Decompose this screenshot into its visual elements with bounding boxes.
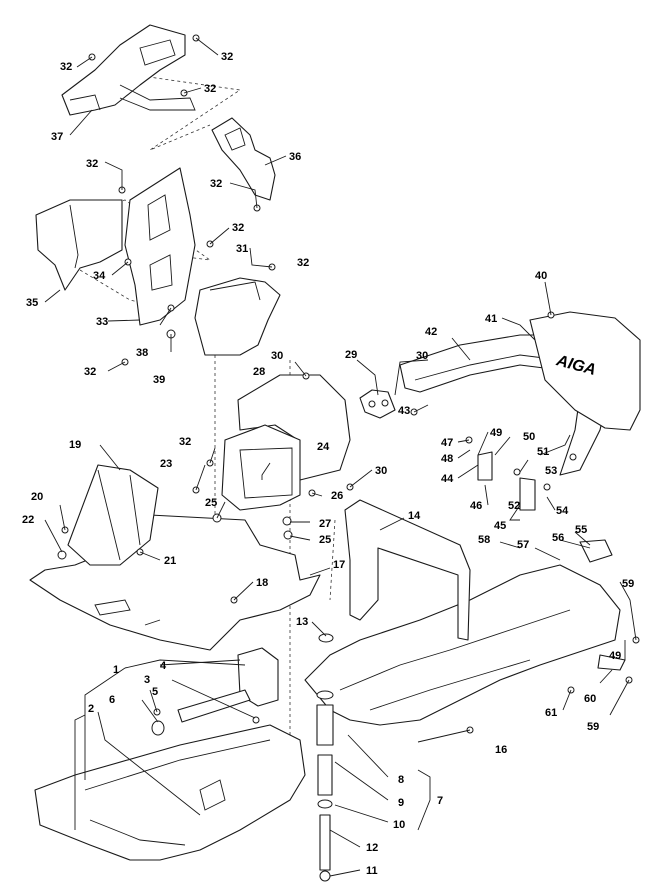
- leader-lines: [44, 37, 637, 877]
- callout-42: 42: [425, 326, 437, 338]
- callout-57: 57: [517, 539, 529, 551]
- callout-25-a: 25: [205, 497, 217, 509]
- callout-47: 47: [441, 437, 453, 449]
- callout-3: 3: [144, 674, 150, 686]
- callout-9: 9: [398, 797, 404, 809]
- front-frame-part: [34, 724, 306, 861]
- pedal-box-part: [67, 464, 159, 566]
- callout-32-a: 32: [60, 61, 72, 73]
- callout-1: 1: [113, 664, 119, 676]
- callout-32-c: 32: [204, 83, 216, 95]
- tunnel-panel-part: [124, 167, 196, 326]
- seat-support-cover-part: [194, 277, 281, 356]
- callout-60: 60: [584, 693, 596, 705]
- left-dash-panel-part: [35, 199, 123, 291]
- callout-45: 45: [494, 520, 506, 532]
- callout-55: 55: [575, 524, 587, 536]
- footplate-part: [29, 514, 321, 651]
- callout-44: 44: [441, 473, 454, 485]
- callout-4: 4: [160, 660, 167, 672]
- callout-61: 61: [545, 707, 557, 719]
- callout-33: 33: [96, 316, 108, 328]
- callout-19: 19: [69, 439, 81, 451]
- callout-29: 29: [345, 349, 357, 361]
- callout-23: 23: [160, 458, 172, 470]
- callout-58: 58: [478, 534, 490, 546]
- callout-5: 5: [152, 686, 158, 698]
- kingpin-column-part: [316, 690, 334, 882]
- callout-50: 50: [523, 431, 535, 443]
- callout-32-i: 32: [179, 436, 191, 448]
- callout-41: 41: [485, 313, 497, 325]
- callout-14: 14: [408, 510, 421, 522]
- callout-32-h: 32: [84, 366, 96, 378]
- callout-28: 28: [253, 366, 265, 378]
- callout-43: 43: [398, 405, 410, 417]
- callout-17: 17: [333, 559, 345, 571]
- callout-39: 39: [153, 374, 165, 386]
- callout-49-b: 49: [609, 650, 621, 662]
- callout-12: 12: [366, 842, 378, 854]
- callout-27: 27: [319, 518, 331, 530]
- seat-frame-part: [344, 499, 471, 641]
- callout-24: 24: [317, 441, 330, 453]
- callout-30-c: 30: [375, 465, 387, 477]
- dashboard-console-part: [61, 24, 196, 116]
- callout-49-a: 49: [490, 427, 502, 439]
- callout-59-a: 59: [622, 578, 634, 590]
- callout-26: 26: [331, 490, 343, 502]
- callout-35: 35: [26, 297, 38, 309]
- callout-11: 11: [366, 865, 378, 877]
- callout-54: 54: [556, 505, 569, 517]
- front-axle-bracket-part: [177, 647, 279, 723]
- callout-51: 51: [537, 446, 549, 458]
- callout-56: 56: [552, 532, 564, 544]
- callout-31: 31: [236, 243, 248, 255]
- callout-40: 40: [535, 270, 547, 282]
- callout-34: 34: [93, 270, 106, 282]
- callout-7: 7: [437, 795, 443, 807]
- callout-18: 18: [256, 577, 268, 589]
- rear-frame-bracket-part: [221, 374, 351, 511]
- callout-46: 46: [470, 500, 482, 512]
- callout-36: 36: [289, 151, 301, 163]
- callout-13: 13: [296, 616, 308, 628]
- callout-6: 6: [109, 694, 115, 706]
- callout-8: 8: [398, 774, 404, 786]
- callout-59-b: 59: [587, 721, 599, 733]
- callout-38: 38: [136, 347, 148, 359]
- callout-20: 20: [31, 491, 43, 503]
- callout-52: 52: [508, 500, 520, 512]
- callout-30-b: 30: [416, 350, 428, 362]
- callout-32-g: 32: [297, 257, 309, 269]
- callout-16: 16: [495, 744, 507, 756]
- logo-panel-part: AIGA: [529, 311, 641, 431]
- main-chassis-part: [304, 564, 621, 726]
- callout-32-d: 32: [86, 158, 98, 170]
- callout-37: 37: [51, 131, 63, 143]
- callout-labels: 32 32 32 37 36 32 32 32 31 32 34 35 33 3…: [22, 51, 634, 877]
- callout-2: 2: [88, 703, 94, 715]
- callout-53: 53: [545, 465, 557, 477]
- callout-22: 22: [22, 514, 34, 526]
- callout-48: 48: [441, 453, 453, 465]
- callout-10: 10: [393, 819, 405, 831]
- callout-32-b: 32: [221, 51, 233, 63]
- hinge-bracket-part: [359, 389, 396, 419]
- callout-21: 21: [164, 555, 176, 567]
- callout-25-b: 25: [319, 534, 331, 546]
- callout-30-a: 30: [271, 350, 283, 362]
- callout-32-e: 32: [210, 178, 222, 190]
- callout-32-f: 32: [232, 222, 244, 234]
- side-cover-part: [211, 117, 276, 201]
